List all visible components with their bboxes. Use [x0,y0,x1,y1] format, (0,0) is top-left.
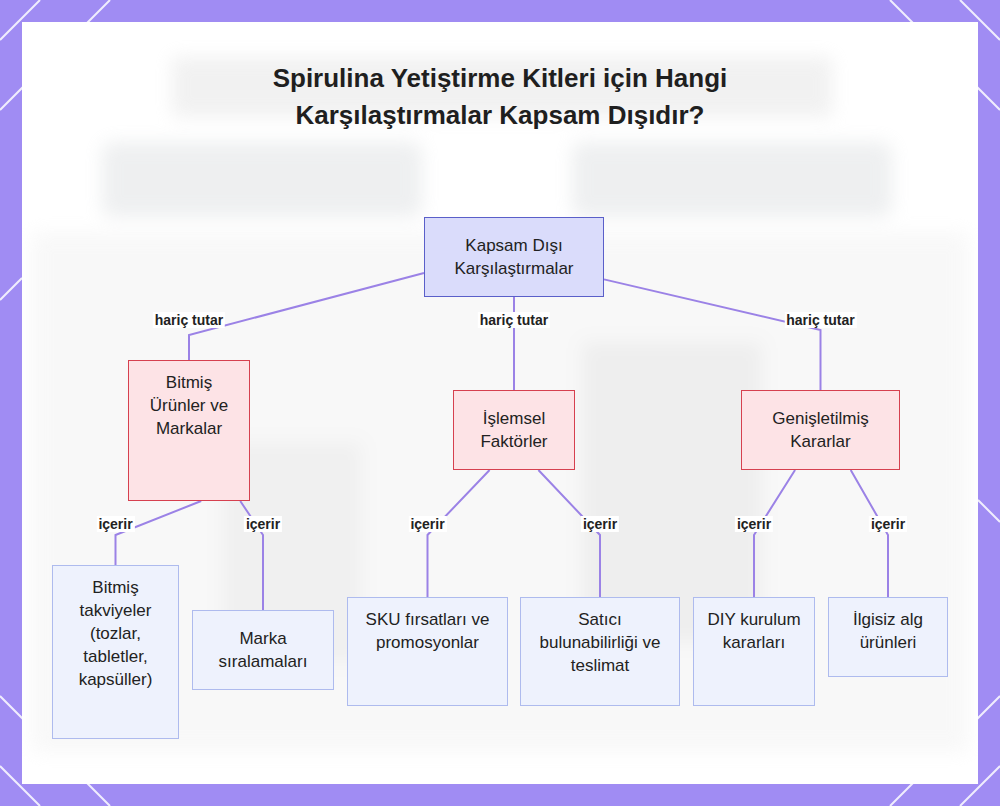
connector-line [851,470,888,597]
item-box: DIY kurulum kararları [693,597,815,706]
node-text: Bitmiş Ürünler ve Markalar [137,371,241,440]
connector-line [514,297,515,390]
edge-label: içerir [735,516,773,532]
item-box: İlgisiz alg ürünleri [828,597,948,677]
edge-label: içerir [96,516,134,532]
connector-line [754,470,795,597]
edge-label: hariç tutar [478,312,550,328]
edge-label: içerir [244,516,282,532]
item-box: Bitmiş takviyeler (tozlar, tabletler, ka… [52,565,179,739]
connector-line [538,470,600,597]
category-box: Bitmiş Ürünler ve Markalar [128,360,250,501]
diagram-title: Spirulina Yetiştirme Kitleri için Hangi … [200,60,800,134]
connector-line [604,279,821,390]
node-text: Genişletilmiş Kararlar [750,407,891,453]
node-text: SKU fırsatları ve promosyonlar [356,608,499,654]
node-text: DIY kurulum kararları [702,608,806,654]
node-text: Satıcı bulunabilirliği ve teslimat [529,608,671,677]
item-box: Marka sıralamaları [192,610,334,690]
connector-line [116,501,202,565]
node-text: İşlemsel Faktörler [462,407,566,453]
node-text: Kapsam Dışı Karşılaştırmalar [433,234,595,280]
edge-label: içerir [408,516,446,532]
node-text: Marka sıralamaları [201,627,325,673]
item-box: SKU fırsatları ve promosyonlar [347,597,508,706]
category-box: İşlemsel Faktörler [453,390,575,470]
item-box: Satıcı bulunabilirliği ve teslimat [520,597,680,706]
edge-label: içerir [581,516,619,532]
root-box: Kapsam Dışı Karşılaştırmalar [424,217,604,297]
edge-label: hariç tutar [153,312,225,328]
category-box: Genişletilmiş Kararlar [741,390,900,470]
edge-label: hariç tutar [784,312,856,328]
node-text: Bitmiş takviyeler (tozlar, tabletler, ka… [61,576,170,691]
node-text: İlgisiz alg ürünleri [837,608,939,654]
connector-line [428,470,490,597]
edge-label: içerir [869,516,907,532]
